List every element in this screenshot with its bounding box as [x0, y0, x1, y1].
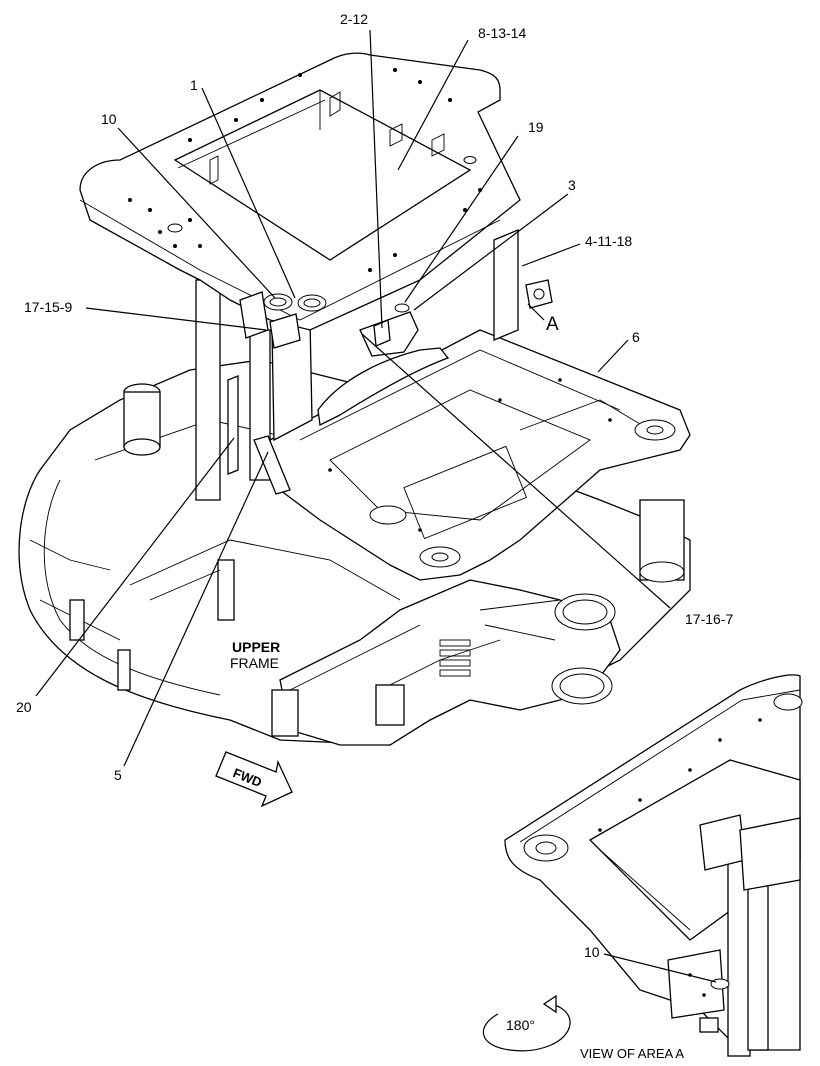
callout-19: 19	[528, 119, 544, 135]
cab-support-frame	[79, 52, 553, 501]
area-marker-a: A	[546, 314, 559, 335]
inset-view-area-a	[504, 674, 803, 1057]
callout-8-13-14: 8-13-14	[478, 25, 526, 41]
vent-grille	[439, 639, 471, 677]
view-caption: VIEW OF AREA A	[580, 1046, 684, 1061]
rotation-arrow-icon: 180°	[482, 994, 571, 1052]
boom-pin-boss-upper	[554, 593, 616, 631]
callout-3: 3	[568, 177, 576, 193]
upper-frame-label-line1: UPPER	[232, 639, 280, 655]
upper-frame	[18, 359, 691, 746]
callout-2-12: 2-12	[340, 11, 368, 27]
callout-20: 20	[16, 699, 32, 715]
rotation-label: 180°	[506, 1017, 535, 1033]
callout-5: 5	[114, 767, 122, 783]
callout-17-15-9: 17-15-9	[24, 299, 72, 315]
callouts: 2-12 8-13-14 1 10 19 3 4-11-18 17-15-9 A…	[16, 11, 733, 1061]
callout-4-11-18: 4-11-18	[585, 233, 632, 249]
upper-frame-label-line2: FRAME	[230, 655, 279, 671]
pin-post	[123, 383, 161, 456]
callout-17-16-7: 17-16-7	[685, 611, 733, 627]
callout-10-top: 10	[101, 111, 117, 127]
callout-6: 6	[632, 329, 640, 345]
forward-arrow-icon: FWD	[215, 751, 293, 808]
callout-1: 1	[190, 77, 198, 93]
leader-lines	[35, 29, 717, 983]
grommet-holes	[263, 293, 327, 312]
boom-pin-boss-lower	[551, 667, 613, 705]
callout-10-bottom: 10	[584, 944, 600, 960]
